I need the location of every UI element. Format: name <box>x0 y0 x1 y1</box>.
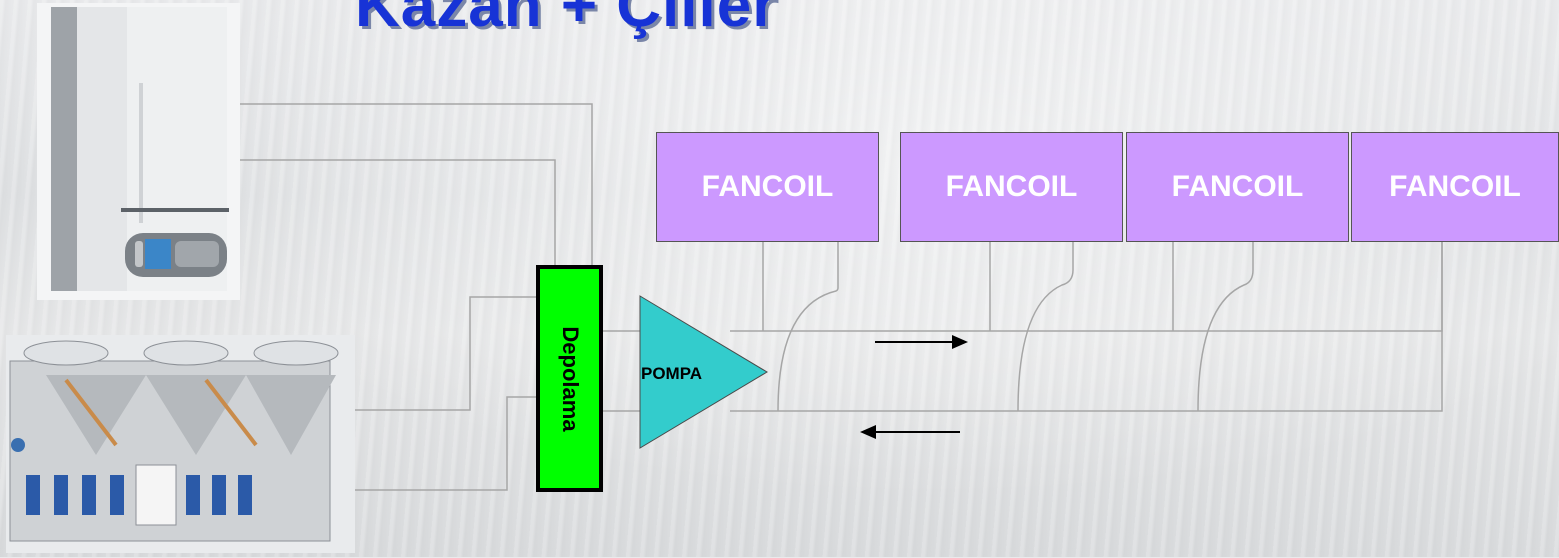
return-line <box>730 240 1443 412</box>
fancoil-label: FANCOIL <box>701 170 834 203</box>
storage-pump-pipes <box>603 330 640 412</box>
fancoil-label: FANCOIL <box>1389 170 1521 203</box>
page-title: Kazan + Çiller <box>355 0 778 40</box>
fancoil-box-1: FANCOIL <box>656 132 879 242</box>
fancoil-box-2: FANCOIL <box>900 132 1123 242</box>
storage-tank: Depolama <box>536 265 603 492</box>
fancoil-label: FANCOIL <box>1171 170 1304 203</box>
pump-shape <box>639 295 768 449</box>
boiler-image <box>37 3 240 300</box>
supply-line <box>730 240 1443 332</box>
pump-label: POMPA <box>641 364 703 383</box>
flow-right-arrow <box>875 335 968 349</box>
chiller-image <box>6 335 355 553</box>
boiler-pipes <box>240 103 593 265</box>
fancoil-box-4: FANCOIL <box>1351 132 1559 242</box>
fancoil-label: FANCOIL <box>945 170 1078 203</box>
flow-left-arrow <box>860 425 960 439</box>
fancoil-box-3: FANCOIL <box>1126 132 1349 242</box>
storage-label: Depolama <box>557 325 583 432</box>
chiller-pipes <box>355 296 536 491</box>
